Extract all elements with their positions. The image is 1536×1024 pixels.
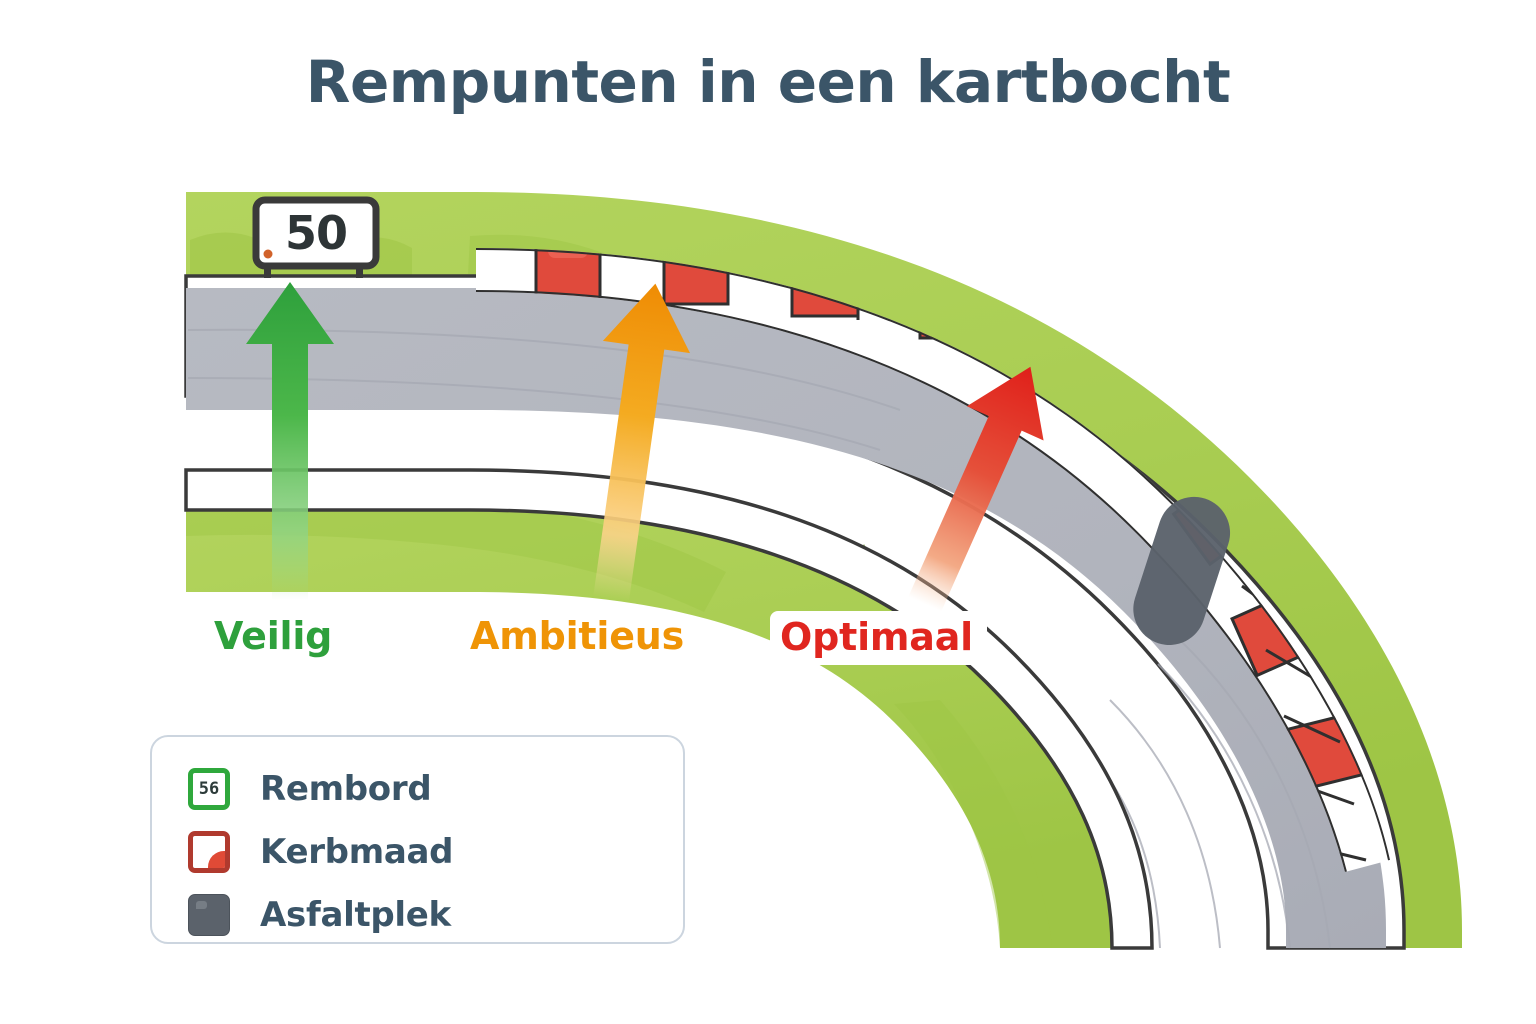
legend-item-asfaltplek: Asfaltplek (188, 889, 683, 941)
arrow-label-veilig: Veilig (214, 614, 333, 658)
track-inner-edge (184, 468, 1154, 950)
asfaltplek-swatch-icon (188, 894, 230, 936)
rembord-swatch-icon: 56 (188, 768, 230, 810)
legend-label-rembord: Rembord (260, 769, 432, 809)
asphalt-patch-shape (1133, 496, 1231, 645)
legend-label-asfaltplek: Asfaltplek (260, 895, 451, 935)
arrow-veilig (246, 282, 334, 600)
arrow-ambitieus (593, 283, 691, 602)
legend-item-rembord: 56 Rembord (188, 763, 683, 815)
brake-board (252, 196, 380, 278)
legend-item-kerbmaad: Kerbmaad (188, 826, 683, 878)
arrow-label-optimaal: Optimaal (770, 611, 988, 665)
arrow-label-ambitieus: Ambitieus (470, 614, 685, 658)
legend-label-kerbmaad: Kerbmaad (260, 832, 454, 872)
brake-board-plate (252, 196, 380, 270)
kerbmaad-swatch-icon (188, 831, 230, 873)
arrow-optimaal (908, 366, 1044, 612)
legend-panel: 56 Rembord Kerbmaad Asfaltplek (150, 735, 685, 944)
brake-board-value: 50 (284, 206, 348, 260)
page-title: Rempunten in een kartbocht (305, 48, 1231, 116)
